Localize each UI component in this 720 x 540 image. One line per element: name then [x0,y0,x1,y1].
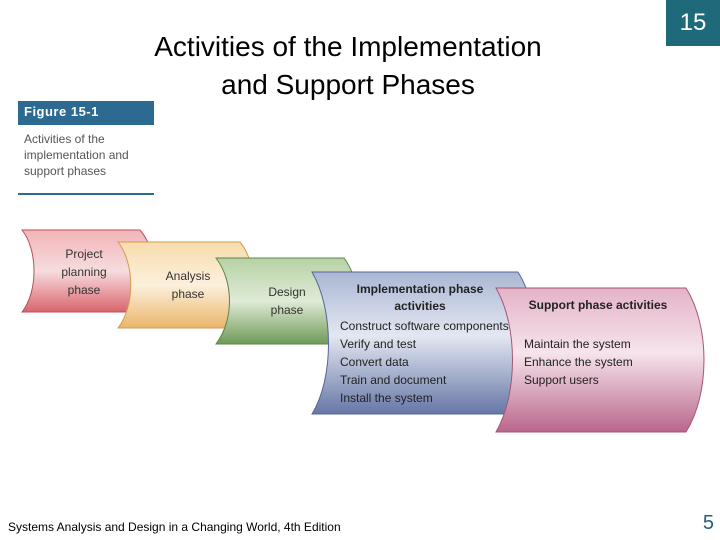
support-phase-shape: Support phase activities Maintain the sy… [495,287,705,433]
figure-rule [18,193,154,195]
project-planning-line1: Project [65,247,103,261]
figure-label: Figure 15-1 [24,104,99,119]
analysis-line2: phase [172,287,205,301]
implementation-title-line1: Implementation phase [357,282,484,296]
design-line1: Design [268,285,305,299]
implementation-activity: Verify and test [340,337,417,351]
analysis-line1: Analysis [166,269,211,283]
design-line2: phase [271,303,304,317]
implementation-activity: Construct software components [340,319,509,333]
implementation-title-line2: activities [394,299,446,313]
slide-title-line1: Activities of the Implementation [154,31,542,62]
project-planning-line2: planning [61,265,106,279]
chapter-badge: 15 [666,0,720,46]
project-planning-phase-shape: Project planning phase [20,229,154,313]
implementation-activity: Install the system [340,391,433,405]
implementation-phase-shape: Implementation phase activities Construc… [311,271,537,415]
page-number: 5 [702,512,714,534]
implementation-activity: Train and document [340,373,447,387]
slide-title-line2: and Support Phases [221,69,475,100]
support-activity: Maintain the system [524,337,631,351]
figure-caption: Activities of the implementation and sup… [24,132,129,178]
support-activity: Enhance the system [524,355,633,369]
implementation-activity: Convert data [340,355,409,369]
figure-label-block: Figure 15-1 Activities of the implementa… [18,101,154,197]
footer-text: Systems Analysis and Design in a Changin… [8,520,341,534]
support-title: Support phase activities [529,298,668,312]
support-activity: Support users [524,373,599,387]
slide-title: Activities of the Implementation and Sup… [98,28,598,104]
project-planning-line3: phase [68,283,101,297]
figure-label-bar: Figure 15-1 [18,101,154,125]
